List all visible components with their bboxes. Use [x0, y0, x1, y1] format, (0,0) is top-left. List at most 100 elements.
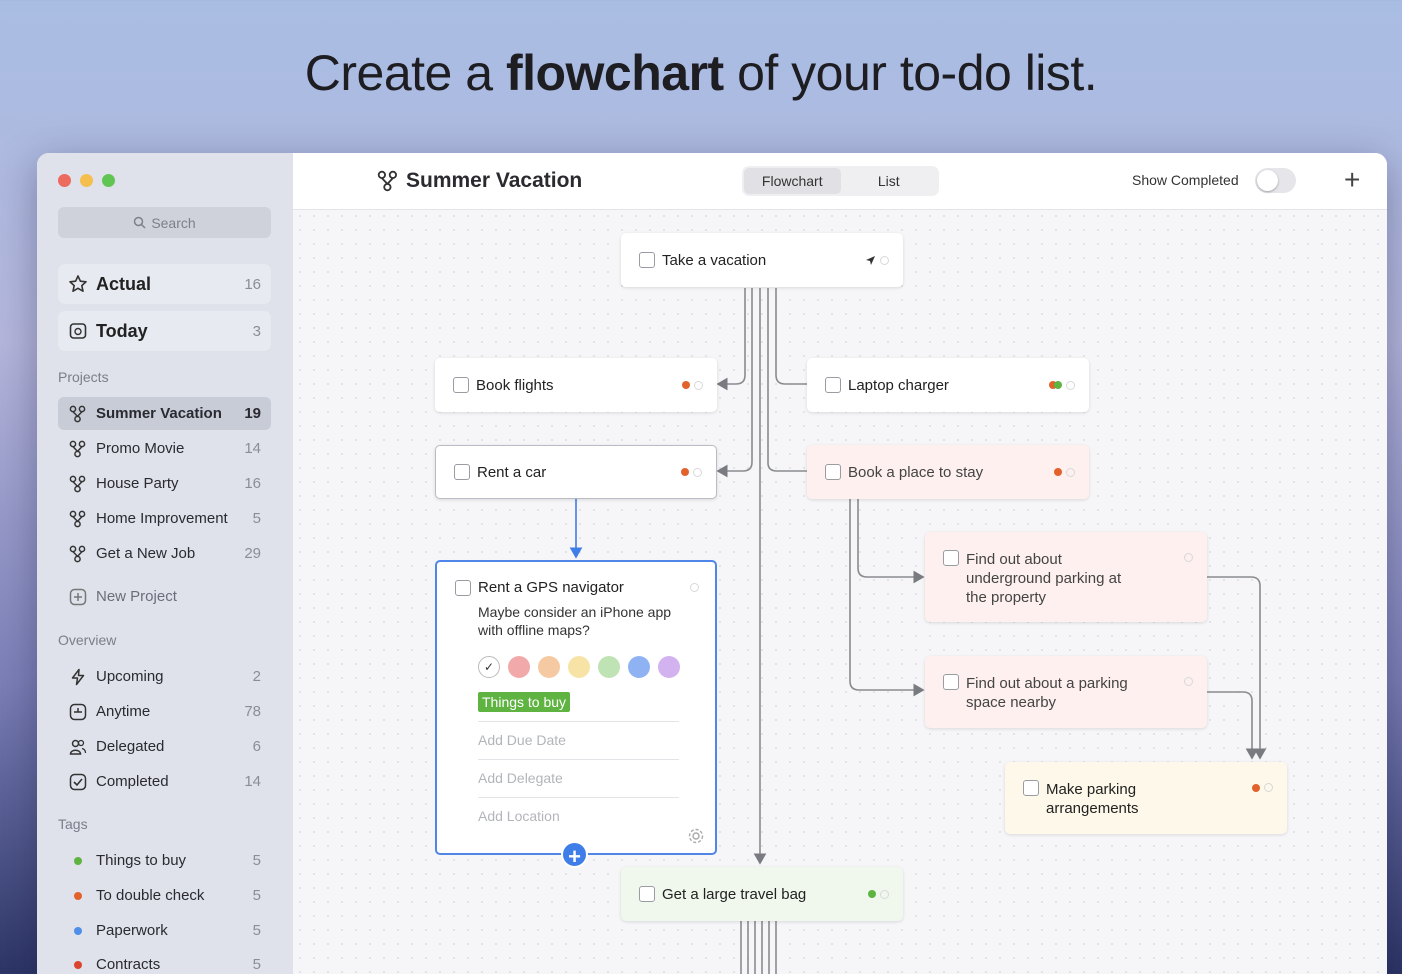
- status-ring-icon: [1264, 783, 1273, 792]
- plus-square-icon: [68, 588, 88, 606]
- task-title: Book flights: [476, 376, 554, 394]
- headline-prefix: Create a: [304, 45, 506, 101]
- sidebar-item-anytime[interactable]: Anytime 78: [58, 695, 271, 728]
- task-card-find-underground-parking[interactable]: Find out about underground parking at th…: [925, 532, 1207, 622]
- sidebar-item-promo-movie[interactable]: Promo Movie 14: [58, 432, 271, 465]
- location-arrow-icon: [866, 255, 875, 265]
- task-title: Find out about underground parking at th…: [966, 551, 1122, 606]
- task-checkbox[interactable]: [943, 674, 959, 690]
- color-swatch-blue[interactable]: [628, 656, 650, 678]
- sidebar-item-label: Things to buy: [96, 852, 187, 869]
- task-checkbox[interactable]: [943, 550, 959, 566]
- sidebar-item-today[interactable]: Today 3: [58, 311, 271, 351]
- task-checkbox[interactable]: [825, 377, 841, 393]
- task-card-gps-expanded[interactable]: Rent a GPS navigator Maybe consider an i…: [435, 560, 717, 855]
- tags-section-label: Tags: [58, 816, 88, 832]
- people-icon: [68, 738, 88, 756]
- zoom-window-button[interactable]: [102, 174, 115, 187]
- task-checkbox[interactable]: [455, 579, 471, 596]
- sidebar-item-label: Contracts: [96, 956, 161, 973]
- task-title: Book a place to stay: [848, 463, 984, 481]
- close-window-button[interactable]: [58, 174, 71, 187]
- task-card-laptop-charger[interactable]: Laptop charger: [807, 358, 1089, 412]
- status-ring-icon: [1184, 677, 1193, 686]
- sidebar-item-label: Delegated: [96, 738, 165, 755]
- sidebar-item-actual[interactable]: Actual 16: [58, 264, 271, 304]
- color-swatch-red[interactable]: [508, 656, 530, 678]
- sidebar-item-label: Summer Vacation: [96, 405, 222, 422]
- color-swatch-orange[interactable]: [538, 656, 560, 678]
- task-checkbox[interactable]: [639, 886, 655, 902]
- add-due-date-field[interactable]: Add Due Date: [478, 721, 679, 759]
- task-title: Get a large travel bag: [662, 885, 807, 903]
- add-delegate-field[interactable]: Add Delegate: [478, 759, 679, 797]
- add-task-button[interactable]: +: [1344, 164, 1361, 195]
- tag-dot-icon: [68, 926, 88, 935]
- task-checkbox[interactable]: [1023, 780, 1039, 796]
- task-checkbox[interactable]: [454, 464, 470, 480]
- tag-chip[interactable]: Things to buy: [478, 692, 571, 712]
- tab-flowchart[interactable]: Flowchart: [744, 168, 841, 194]
- search-field[interactable]: Search: [58, 207, 271, 238]
- gear-icon[interactable]: [687, 827, 705, 845]
- check-circle-icon: [68, 773, 88, 791]
- bolt-icon: [68, 668, 88, 686]
- task-card-rent-car[interactable]: Rent a car: [435, 445, 717, 499]
- status-ring-icon: [1066, 467, 1075, 477]
- headline-bold: flowchart: [505, 45, 724, 101]
- task-card-book-flights[interactable]: Book flights: [435, 358, 717, 412]
- color-swatch-green[interactable]: [598, 656, 620, 678]
- tag-dot-icon: [868, 890, 876, 898]
- sidebar-item-label: Upcoming: [96, 668, 164, 685]
- sidebar-tag-paperwork[interactable]: Paperwork 5: [58, 914, 271, 947]
- task-title: Find out about a parking space nearby: [966, 675, 1128, 711]
- tag-dot-icon: [1054, 468, 1062, 476]
- task-checkbox[interactable]: [825, 464, 841, 480]
- task-card-make-parking-arrangements[interactable]: Make parking arrangements: [1005, 762, 1287, 834]
- sidebar-item-delegated[interactable]: Delegated 6: [58, 730, 271, 763]
- sidebar-tag-things-to-buy[interactable]: Things to buy 5: [58, 844, 271, 877]
- task-checkbox[interactable]: [639, 252, 655, 268]
- sidebar-item-label: Home Improvement: [96, 510, 228, 527]
- add-location-field[interactable]: Add Location: [478, 797, 679, 835]
- sidebar-item-house-party[interactable]: House Party 16: [58, 467, 271, 500]
- sidebar-item-count: 6: [252, 738, 261, 755]
- minimize-window-button[interactable]: [80, 174, 93, 187]
- task-title: Laptop charger: [848, 376, 949, 394]
- color-swatch-none[interactable]: ✓: [478, 656, 500, 678]
- color-swatch-yellow[interactable]: [568, 656, 590, 678]
- sidebar-tag-contracts[interactable]: Contracts 5: [58, 948, 271, 974]
- tab-list[interactable]: List: [877, 173, 900, 189]
- project-icon: [68, 510, 88, 528]
- task-checkbox[interactable]: [453, 377, 469, 393]
- sidebar-item-completed[interactable]: Completed 14: [58, 765, 271, 798]
- add-subtask-button[interactable]: +: [561, 841, 588, 869]
- tag-dot-icon: [1054, 381, 1062, 389]
- sidebar-item-count: 14: [244, 773, 261, 790]
- new-project-button[interactable]: New Project: [58, 580, 271, 613]
- task-card-take-vacation[interactable]: Take a vacation: [621, 233, 903, 287]
- show-completed-toggle[interactable]: [1255, 168, 1296, 193]
- task-title: Rent a car: [477, 463, 547, 481]
- task-title: Take a vacation: [662, 251, 767, 269]
- task-card-book-place[interactable]: Book a place to stay: [807, 445, 1089, 499]
- task-card-find-parking-nearby[interactable]: Find out about a parking space nearby: [925, 656, 1207, 728]
- status-ring-icon: [1184, 553, 1193, 562]
- project-title-text: Summer Vacation: [406, 169, 583, 192]
- show-completed-label: Show Completed: [1132, 172, 1239, 188]
- sidebar-item-home-improvement[interactable]: Home Improvement 5: [58, 502, 271, 535]
- sidebar-item-count: 14: [244, 440, 261, 457]
- status-ring-icon: [880, 255, 889, 265]
- task-note[interactable]: Maybe consider an iPhone app with offlin…: [478, 604, 672, 638]
- calendar-icon: [68, 321, 88, 341]
- sidebar-item-summer-vacation[interactable]: Summer Vacation 19: [58, 397, 271, 430]
- color-swatch-purple[interactable]: [658, 656, 680, 678]
- sidebar-item-upcoming[interactable]: Upcoming 2: [58, 660, 271, 693]
- flowchart-canvas[interactable]: Summer Vacation Flowchart List Show Comp…: [293, 153, 1387, 974]
- sidebar-tag-to-double-check[interactable]: To double check 5: [58, 879, 271, 912]
- sidebar-item-count: 5: [252, 510, 261, 527]
- task-card-travel-bag[interactable]: Get a large travel bag: [621, 867, 903, 921]
- sidebar-item-label: Paperwork: [96, 922, 168, 939]
- sidebar-item-get-a-new-job[interactable]: Get a New Job 29: [58, 537, 271, 570]
- status-ring-icon: [1066, 380, 1075, 390]
